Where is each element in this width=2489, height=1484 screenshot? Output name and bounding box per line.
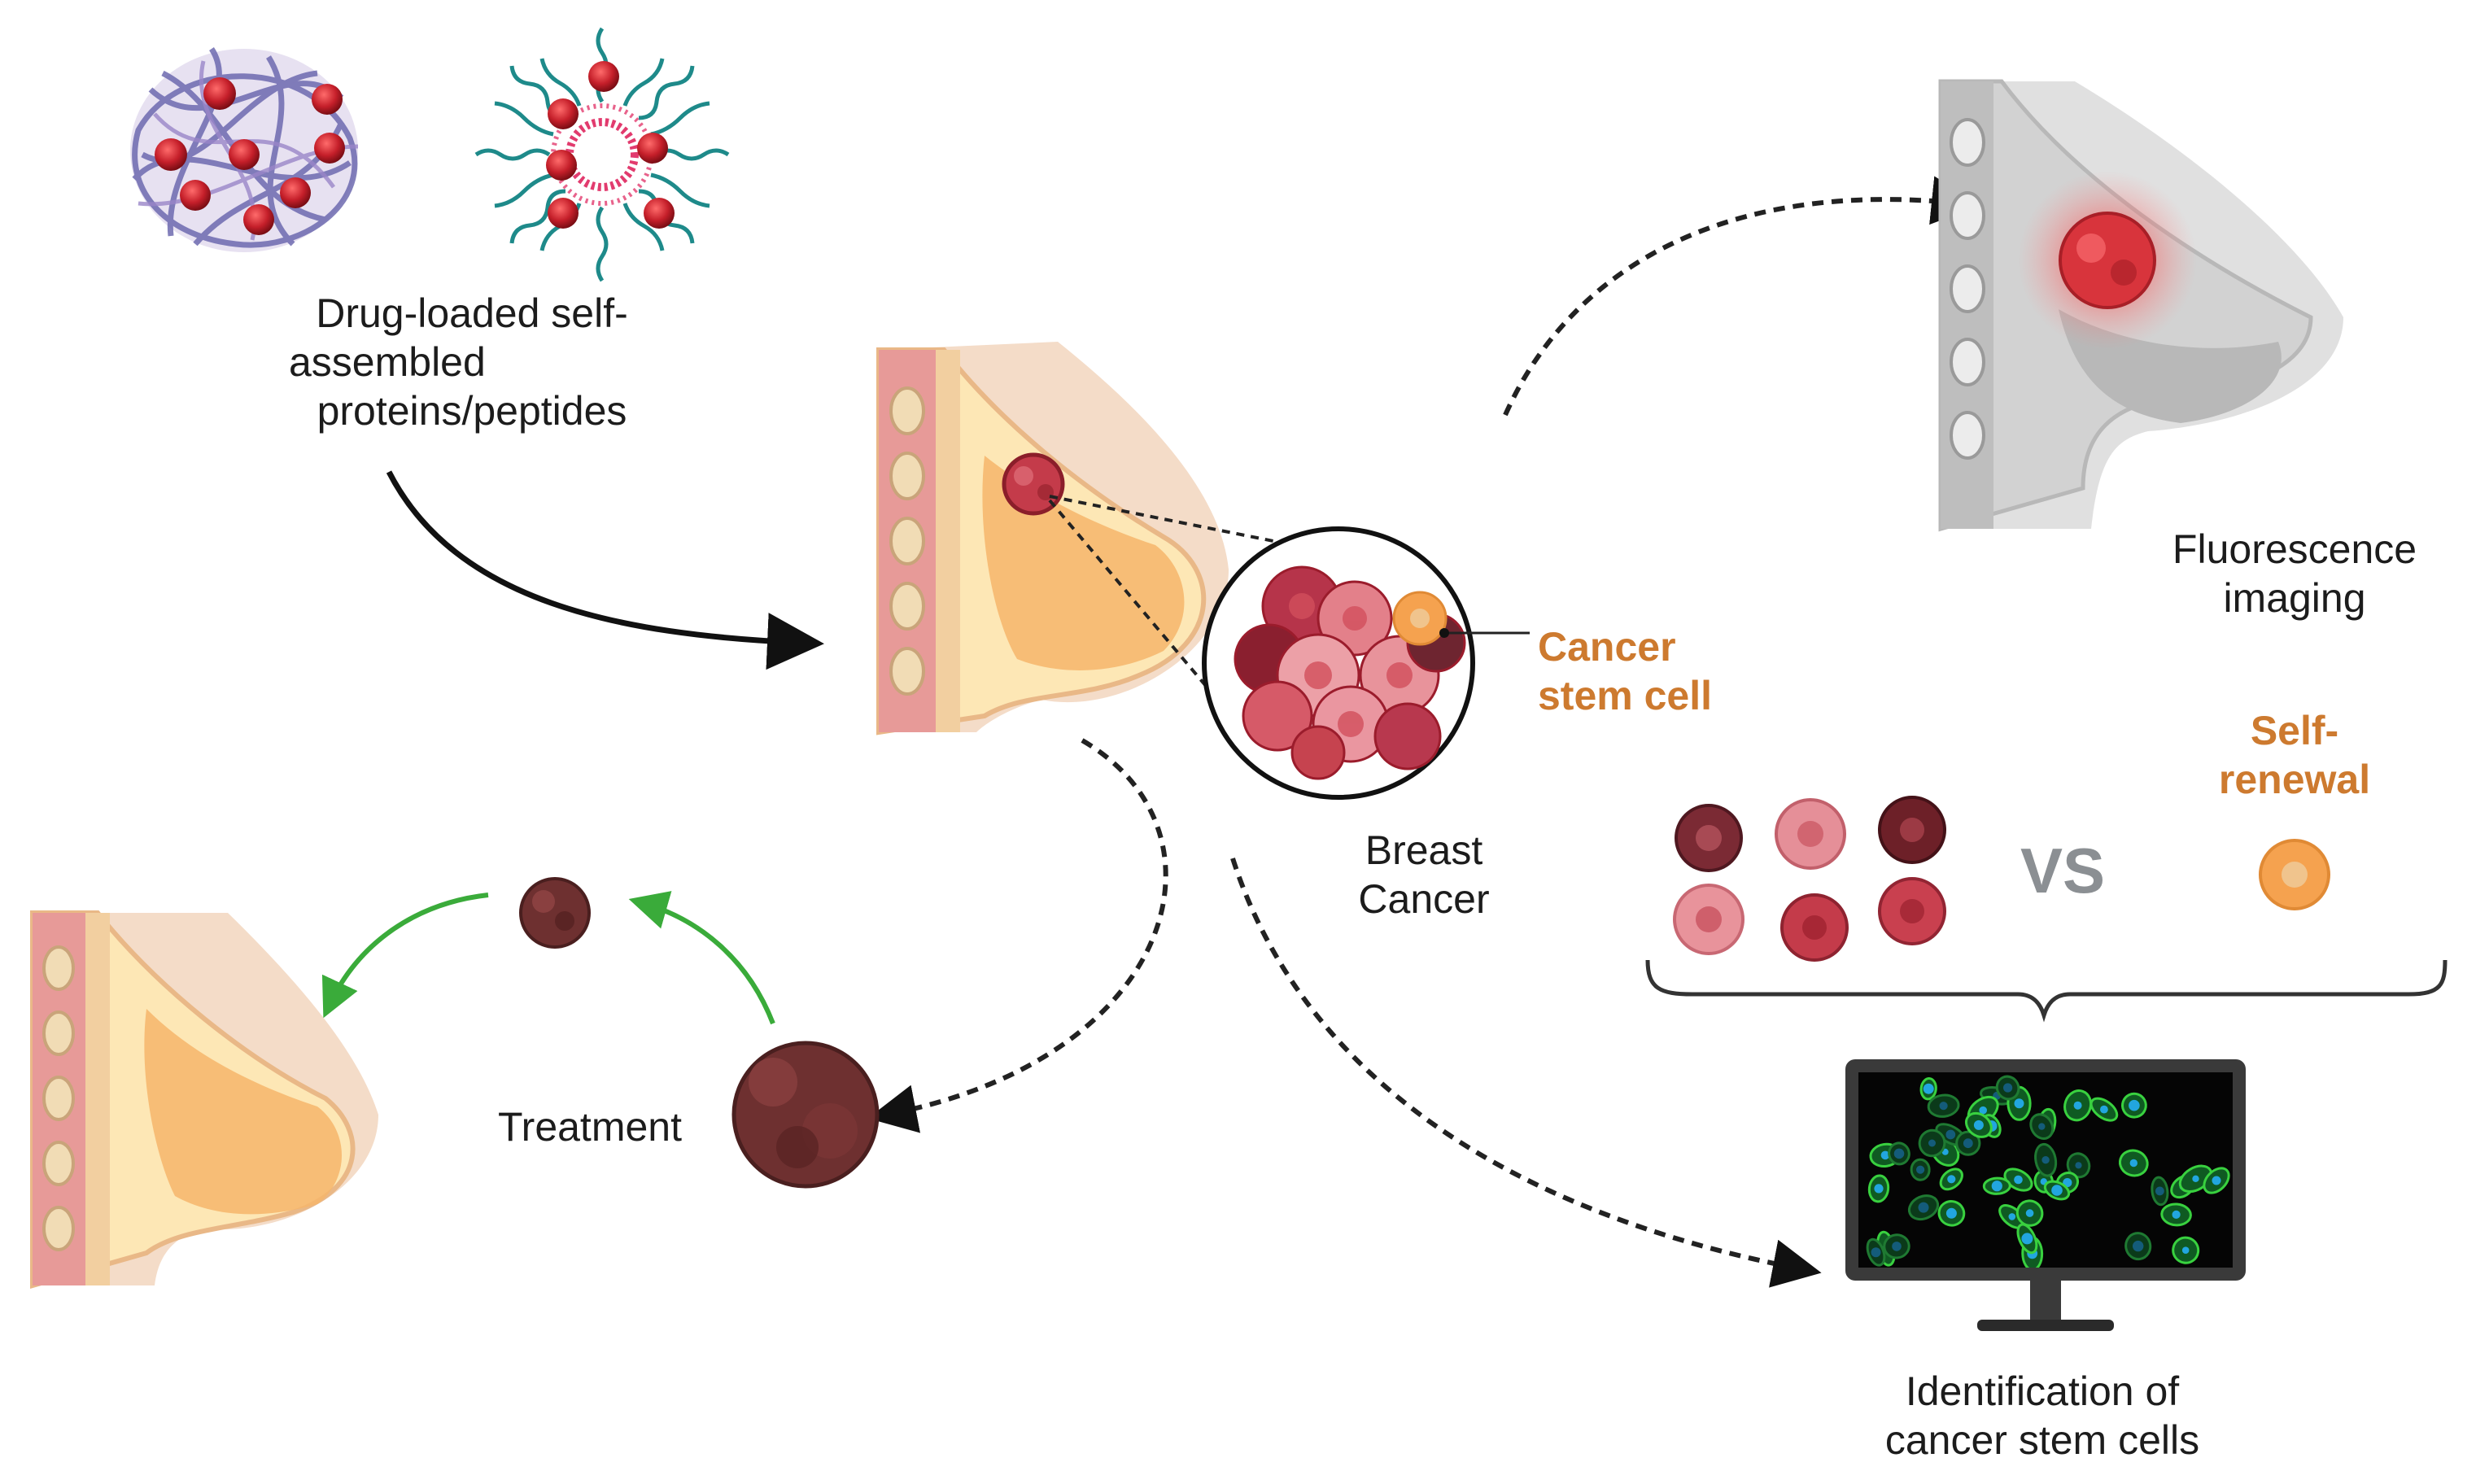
cell-nucleus (2051, 1185, 2063, 1196)
identification-arrow (1230, 858, 1822, 1288)
cell-nucleus (2129, 1099, 2140, 1111)
cell-nucleus (2212, 1176, 2221, 1185)
cell-nucleus (1991, 1181, 2002, 1192)
cell-nucleus (1871, 1247, 1881, 1258)
self-renewal-label: Self- renewal (2218, 708, 2371, 802)
cell-nucleus (1939, 1102, 1948, 1111)
cell-nucleus (1945, 1207, 1957, 1219)
tumor-magnification-icon (1202, 526, 1475, 800)
cell-nucleus (2073, 1101, 2082, 1110)
bulk-tumor-cells-icon (1673, 796, 1946, 962)
cell-nucleus (1973, 1120, 1984, 1130)
cell-nucleus (2133, 1240, 2144, 1252)
cell-nucleus (2155, 1186, 2164, 1196)
treatment-arrow (867, 738, 1168, 1133)
cell-nucleus (1947, 1175, 1956, 1184)
cell-nucleus (1893, 1148, 1905, 1159)
cell-nucleus (1979, 1106, 1987, 1115)
delivery-arrow (386, 470, 824, 670)
cancer-stem-cell-label: Cancer stem cell (1538, 624, 1713, 718)
treated-tumor-small-icon (519, 877, 591, 949)
grouping-brace (1645, 959, 2448, 1023)
imaging-arrow (1503, 176, 1980, 417)
fluorescent-cells (1866, 1075, 2230, 1268)
cell-nucleus (2172, 1210, 2181, 1219)
cell-nucleus (2192, 1175, 2199, 1183)
stem-cell-pointer-dot (1439, 628, 1449, 638)
recovery-arrow (321, 893, 489, 1019)
cell-nucleus (1923, 1083, 1934, 1094)
cell-nucleus (1880, 1150, 1890, 1160)
cell-nucleus (2038, 1123, 2046, 1130)
cell-nucleus (1945, 1129, 1956, 1140)
cell-nucleus (2181, 1246, 2190, 1254)
breast-cancer-label: Breast Cancer (1358, 827, 1490, 922)
cell-nucleus (2100, 1105, 2108, 1114)
stem-cell-icon (2259, 839, 2330, 910)
zoom-line (1049, 495, 1376, 563)
peptide-micelle-icon (474, 27, 730, 282)
cell-nucleus (2014, 1098, 2024, 1109)
cell-nucleus (2008, 1213, 2016, 1220)
cell-nucleus (1916, 1165, 1925, 1174)
cell-nucleus (1928, 1139, 1936, 1147)
cell-nucleus (2014, 1175, 2023, 1185)
vs-label: VS (2020, 835, 2106, 906)
cell-nucleus (2025, 1209, 2034, 1217)
cell-nucleus (2003, 1083, 2013, 1093)
cell-nucleus (2041, 1156, 2050, 1164)
treatment-label: Treatment (497, 1104, 682, 1150)
protein-nanoparticle-icon (130, 47, 359, 252)
treated-tumor-large-icon (731, 1041, 880, 1189)
monitor-icon (1845, 1059, 2246, 1331)
cell-nucleus (2021, 1233, 2033, 1245)
cell-nucleus (2129, 1159, 2137, 1168)
breast-with-tumor-icon (876, 342, 1229, 735)
cell-nucleus (1963, 1138, 1973, 1149)
nanocarrier-label: Drug-loaded self- assembled proteins/pep… (289, 290, 628, 434)
fluorescence-breast-icon (1938, 79, 2343, 532)
identification-label: Identification of cancer stem cells (1884, 1368, 2200, 1463)
cell-nucleus (2075, 1162, 2082, 1169)
healthy-breast-icon (30, 910, 378, 1289)
cell-nucleus (1892, 1242, 1902, 1251)
cell-nucleus (1918, 1202, 1929, 1213)
shrink-arrow (628, 891, 775, 1025)
fluorescence-imaging-label: Fluorescence imaging (2172, 526, 2417, 621)
cell-nucleus (1874, 1184, 1884, 1194)
